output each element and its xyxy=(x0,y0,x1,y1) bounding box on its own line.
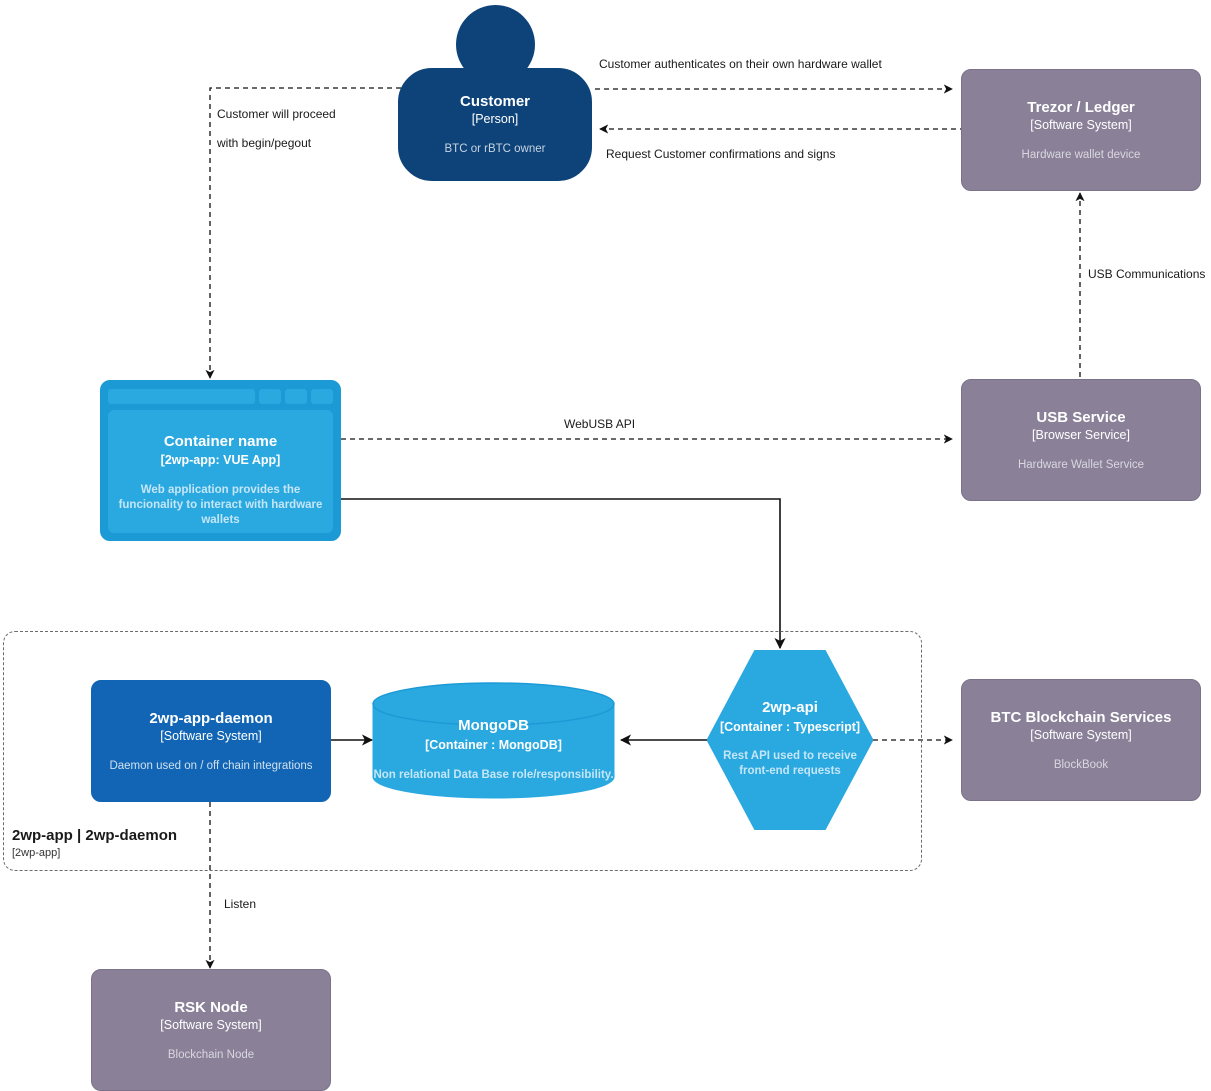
vue-app-description: Web application provides the funcionalit… xyxy=(118,484,323,526)
boundary-tag: [2wp-app] xyxy=(12,847,61,859)
edge-customer-to-vue-app xyxy=(205,87,401,379)
node-usb-service[interactable]: USB Service [Browser Service] Hardware W… xyxy=(961,379,1201,501)
browser-url-bar[interactable] xyxy=(108,389,255,404)
rsk-node-description: Blockchain Node xyxy=(167,1048,255,1061)
edge-label-listen: Listen xyxy=(224,897,257,911)
boundary-label: 2wp-app | 2wp-daemon [2wp-app] xyxy=(12,826,272,861)
btc-services-type: [Software System] xyxy=(1030,727,1132,742)
mongodb-title: MongoDB xyxy=(458,717,529,734)
trezor-ledger-title: Trezor / Ledger xyxy=(1027,98,1135,116)
trezor-ledger-type: [Software System] xyxy=(1030,117,1132,132)
boundary-name: 2wp-app | 2wp-daemon xyxy=(12,827,178,844)
vue-app-type: [2wp-app: VUE App] xyxy=(160,453,281,467)
browser-button-close[interactable] xyxy=(311,389,333,404)
node-mongodb[interactable]: MongoDB [Container : MongoDB] Non relati… xyxy=(372,682,615,799)
browser-title-bar xyxy=(108,388,333,405)
edge-label-customer-to-app-line1: Customer will proceed xyxy=(217,107,336,121)
edge-label-wallet-to-customer: Request Customer confirmations and signs xyxy=(606,147,836,161)
node-customer[interactable]: Customer [Person] BTC or rBTC owner xyxy=(398,68,592,181)
usb-service-type: [Browser Service] xyxy=(1032,427,1130,442)
api-type: [Container : Typescript] xyxy=(719,720,861,734)
rsk-node-type: [Software System] xyxy=(160,1017,262,1032)
edge-vue-app-to-api xyxy=(341,498,786,650)
daemon-description: Daemon used on / off chain integrations xyxy=(109,759,313,772)
node-vue-app[interactable]: Container name [2wp-app: VUE App] Web ap… xyxy=(100,380,341,541)
browser-button-maximize[interactable] xyxy=(285,389,307,404)
mongodb-text: MongoDB [Container : MongoDB] Non relati… xyxy=(372,716,615,783)
trezor-ledger-description: Hardware wallet device xyxy=(1021,148,1141,161)
edge-label-customer-to-wallet: Customer authenticates on their own hard… xyxy=(599,57,882,71)
node-btc-blockchain-services[interactable]: BTC Blockchain Services [Software System… xyxy=(961,679,1201,801)
browser-button-minimize[interactable] xyxy=(259,389,281,404)
browser-content: Container name [2wp-app: VUE App] Web ap… xyxy=(108,410,333,533)
node-trezor-ledger[interactable]: Trezor / Ledger [Software System] Hardwa… xyxy=(961,69,1201,191)
customer-title: Customer xyxy=(459,93,530,110)
api-title: 2wp-api xyxy=(762,699,818,716)
cylinder-shape xyxy=(372,682,615,799)
btc-services-description: BlockBook xyxy=(1053,758,1109,771)
node-2wp-api[interactable]: 2wp-api [Container : Typescript] Rest AP… xyxy=(706,649,874,831)
customer-description: BTC or rBTC owner xyxy=(444,143,546,155)
daemon-type: [Software System] xyxy=(160,728,262,743)
edge-label-usb-communications: USB Communications xyxy=(1088,267,1206,281)
edge-label-customer-to-app-line2: with begin/pegout xyxy=(217,136,312,150)
rsk-node-title: RSK Node xyxy=(174,998,248,1016)
daemon-title: 2wp-app-daemon xyxy=(149,709,273,727)
node-2wp-app-daemon[interactable]: 2wp-app-daemon [Software System] Daemon … xyxy=(91,680,331,802)
vue-app-title: Container name xyxy=(163,433,278,450)
usb-service-title: USB Service xyxy=(1036,408,1126,426)
usb-service-description: Hardware Wallet Service xyxy=(1017,458,1145,471)
api-description: Rest API used to receive front-end reque… xyxy=(723,750,857,777)
mongodb-type: [Container : MongoDB] xyxy=(425,738,562,752)
edge-label-webusb-api: WebUSB API xyxy=(564,417,636,431)
mongodb-description: Non relational Data Base role/responsibi… xyxy=(373,769,614,781)
customer-type: [Person] xyxy=(471,112,519,126)
boundary-2wp-app xyxy=(3,631,922,871)
api-text: 2wp-api [Container : Typescript] Rest AP… xyxy=(707,698,873,779)
btc-services-title: BTC Blockchain Services xyxy=(990,708,1172,726)
node-rsk-node[interactable]: RSK Node [Software System] Blockchain No… xyxy=(91,969,331,1091)
